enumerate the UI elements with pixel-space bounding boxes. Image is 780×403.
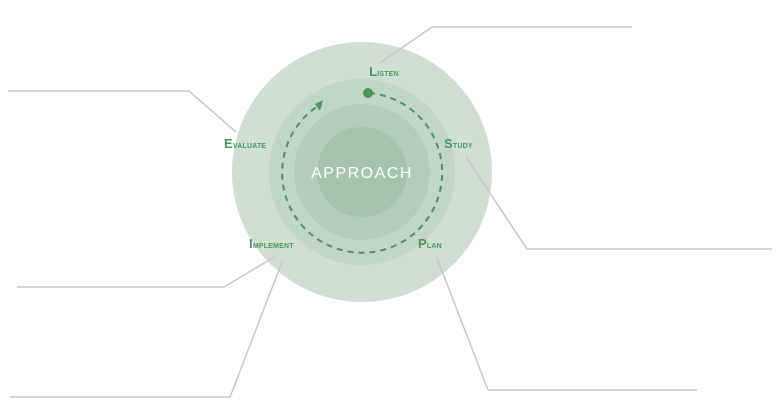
leader-line-study [465,156,772,250]
cycle-start-dot [363,88,373,98]
leader-line-implement-upper [17,255,277,288]
cycle-arrowhead-icon [315,100,323,111]
stage-label-listen: Listen [369,64,399,79]
leader-line-implement-lower [10,261,283,398]
stage-label-initial: P [418,236,427,251]
stage-label-rest: lan [427,240,442,251]
stage-label-evaluate: Evaluate [224,136,266,151]
center-label: APPROACH [311,165,413,182]
stage-label-initial: E [224,136,233,151]
cycle-dashed-path [281,92,444,254]
stage-label-rest: mplement [253,240,294,251]
stage-label-initial: I [249,236,253,251]
leader-line-evaluate [8,90,237,133]
stage-label-initial: L [369,64,377,79]
stage-label-implement: Implement [249,236,294,251]
leader-line-plan [436,257,697,391]
leader-line-listen [379,26,632,64]
stage-label-plan: Plan [418,236,442,251]
stage-label-study: Study [444,136,473,151]
core-circle [317,127,407,217]
stage-label-rest: valuate [233,140,267,151]
stage-label-rest: tudy [453,140,473,151]
stage-label-rest: isten [377,68,399,79]
stage-label-initial: S [444,136,453,151]
